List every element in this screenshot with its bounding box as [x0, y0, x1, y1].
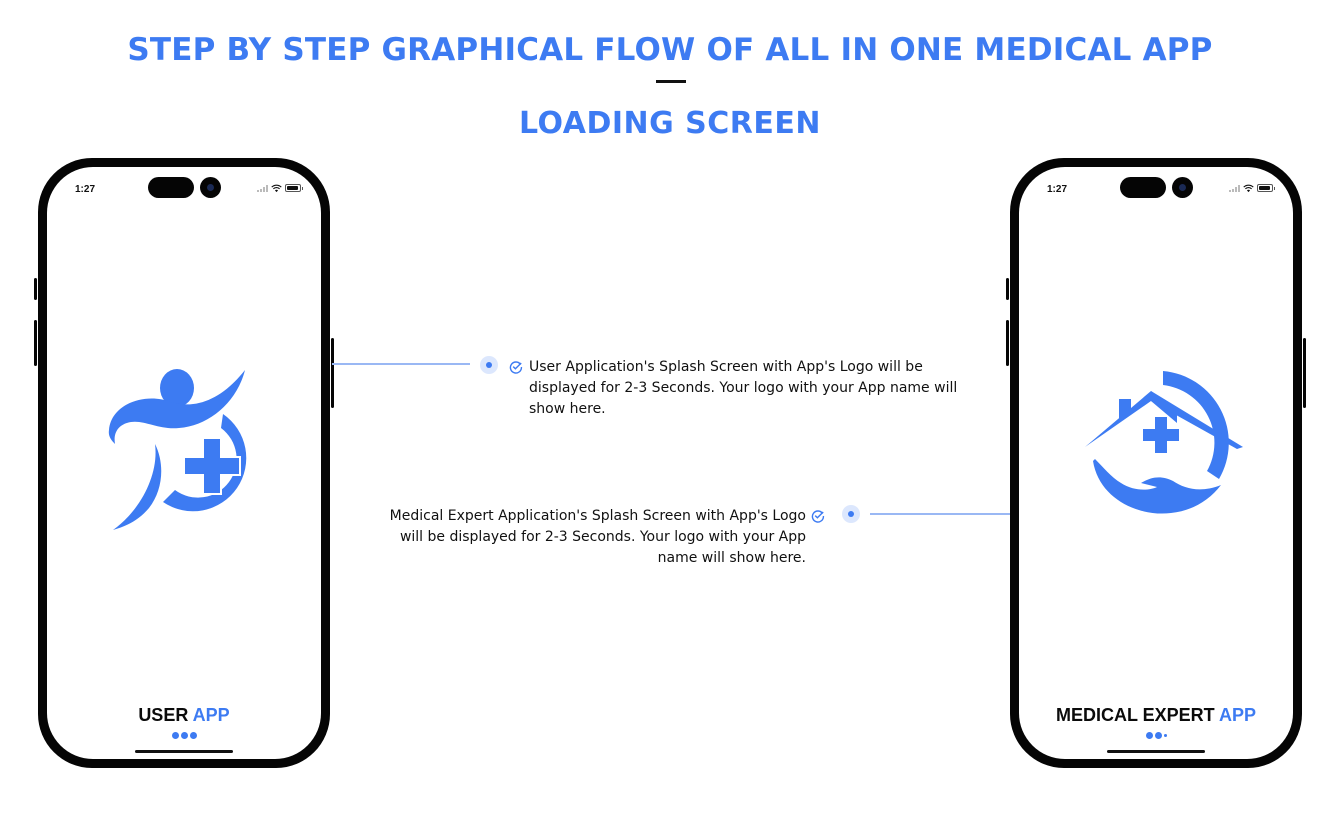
loading-dot — [180, 732, 188, 739]
app-name-accent: APP — [1219, 705, 1257, 725]
person-medical-cross-logo — [108, 369, 247, 530]
expert-splash-description: Medical Expert Application's Splash Scre… — [389, 508, 806, 566]
medical-expert-app-splash-screen: 1:27 MEDICAL EXPERT APP — [1019, 167, 1293, 759]
check-circle-icon — [811, 510, 825, 523]
loading-dot — [1145, 732, 1153, 739]
app-name-title: MEDICAL EXPERT APP — [1019, 705, 1293, 726]
front-camera — [200, 177, 221, 198]
phone-side-button — [34, 320, 37, 366]
dynamic-island — [148, 177, 194, 198]
title-divider — [656, 80, 686, 83]
connector-line-expert — [870, 513, 1010, 515]
check-circle-icon — [509, 361, 523, 374]
app-name-primary: MEDICAL EXPERT — [1055, 705, 1215, 725]
section-title: LOADING SCREEN — [518, 106, 822, 141]
status-time: 1:27 — [1047, 184, 1068, 195]
status-time: 1:27 — [75, 184, 96, 195]
phone-power-button — [331, 338, 334, 408]
home-indicator — [1107, 750, 1205, 753]
signal-icon — [257, 184, 268, 192]
loading-dot — [189, 732, 197, 739]
phone-power-button — [1303, 338, 1306, 408]
user-app-phone-mockup: 1:27 USER APP — [34, 158, 334, 768]
dynamic-island — [1120, 177, 1166, 198]
wifi-icon — [1243, 184, 1254, 192]
front-camera — [1172, 177, 1193, 198]
battery-icon — [1257, 184, 1275, 192]
house-hand-medical-cross-logo — [1085, 371, 1243, 514]
phone-side-button — [34, 278, 37, 300]
app-name-primary: USER — [138, 705, 189, 725]
app-name-title: USER APP — [47, 705, 321, 726]
connector-node-expert — [842, 505, 860, 523]
user-splash-description: User Application's Splash Screen with Ap… — [529, 359, 958, 417]
wifi-icon — [271, 184, 282, 192]
medical-expert-app-phone-mockup: 1:27 MEDICAL EXPERT APP — [1006, 158, 1306, 768]
status-icons — [1229, 182, 1275, 194]
loading-dot — [171, 732, 179, 739]
user-app-splash-screen: 1:27 USER APP — [47, 167, 321, 759]
loading-dot — [1154, 732, 1162, 739]
phone-side-button — [1006, 278, 1009, 300]
loading-indicator — [47, 732, 321, 739]
battery-icon — [285, 184, 303, 192]
loading-indicator — [1019, 732, 1293, 739]
connector-line-user — [332, 363, 470, 365]
app-name-accent: APP — [192, 705, 230, 725]
home-indicator — [135, 750, 233, 753]
signal-icon — [1229, 184, 1240, 192]
status-icons — [257, 182, 303, 194]
connector-node-user — [480, 356, 498, 374]
phone-side-button — [1006, 320, 1009, 366]
loading-dot — [1163, 734, 1167, 737]
page-title: STEP BY STEP GRAPHICAL FLOW OF ALL IN ON… — [127, 32, 1213, 68]
